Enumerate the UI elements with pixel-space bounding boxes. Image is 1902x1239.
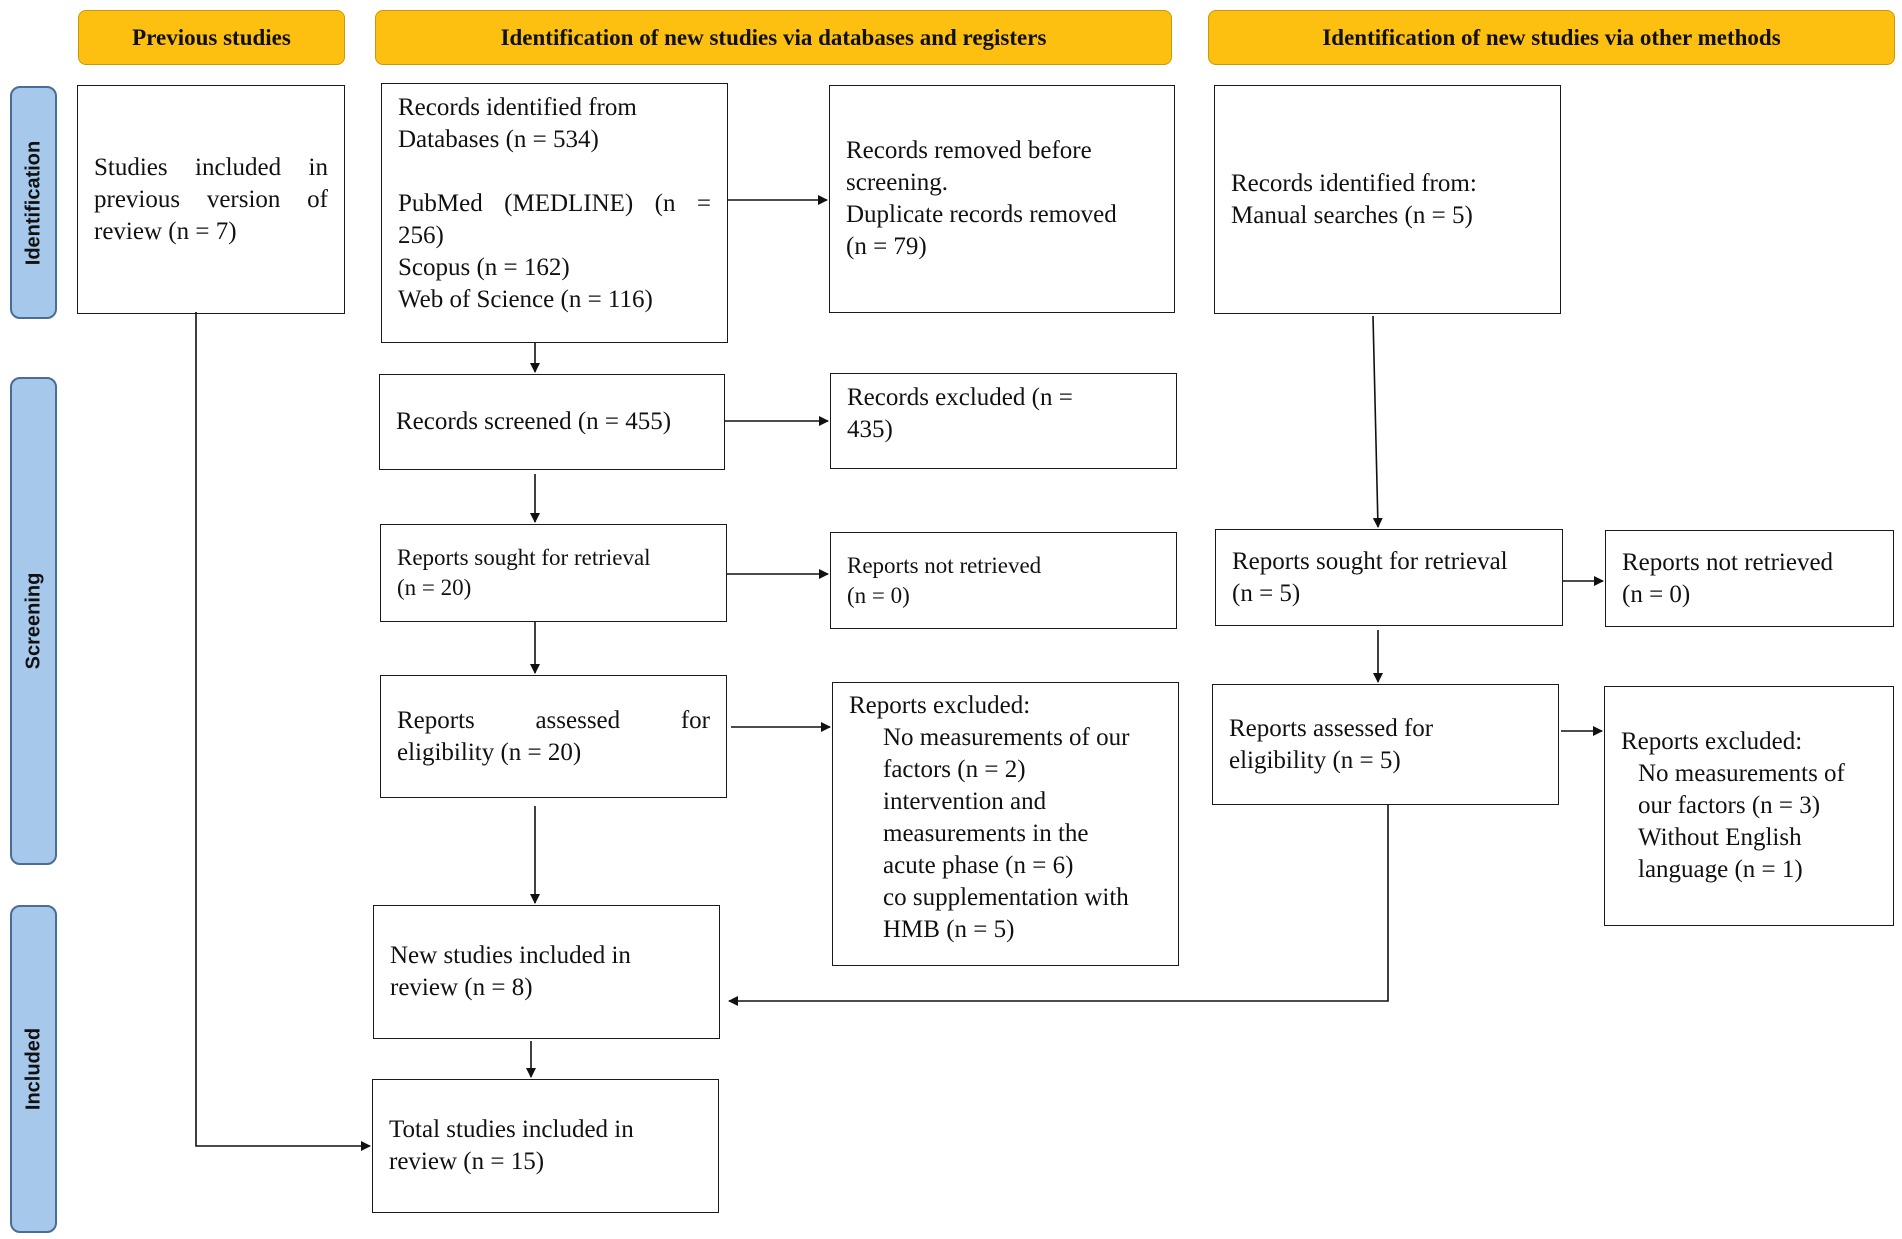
exclusion-reason: factors (n = 2) — [883, 756, 1026, 783]
header-other-methods: Identification of new studies via other … — [1208, 10, 1895, 65]
records-screened-box: Records screened (n = 455) — [379, 374, 725, 470]
previous-included-line: review (n = 7) — [94, 217, 237, 245]
header-previous-studies: Previous studies — [78, 10, 345, 65]
reports-not-retrieved-other-box: Reports not retrieved (n = 0) — [1605, 530, 1894, 627]
previous-included-line: Studies included in — [94, 153, 328, 181]
reports-sought-line: (n = 20) — [397, 575, 472, 600]
reports-sought-other-box: Reports sought for retrieval (n = 5) — [1215, 529, 1563, 626]
records-identified-line: Records identified from — [398, 94, 637, 121]
reports-not-retrieved-line: (n = 0) — [847, 582, 910, 608]
header-other-label: Identification of new studies via other … — [1322, 24, 1781, 50]
new-studies-included-box: New studies included in review (n = 8) — [373, 905, 720, 1039]
new-studies-included-line: New studies included in — [390, 942, 631, 969]
arrow-previous-to-total — [195, 312, 371, 1151]
exclusion-reason-other: our factors (n = 3) — [1638, 792, 1821, 819]
reports-assessed-line: eligibility (n = 20) — [397, 738, 582, 766]
records-removed-line: (n = 79) — [846, 233, 927, 260]
reports-sought-other-line: Reports sought for retrieval — [1232, 547, 1508, 575]
exclusion-reason: No measurements of our — [883, 724, 1130, 751]
exclusion-reason: measurements in the — [883, 820, 1089, 847]
records-identified-databases-box: Records identified from Databases (n = 5… — [381, 83, 728, 343]
records-removed-line: Records removed before — [846, 137, 1092, 164]
pubmed-count-line: 256) — [398, 222, 444, 249]
new-studies-included-line: review (n = 8) — [390, 974, 533, 1001]
records-excluded-line: Records excluded (n = — [847, 384, 1073, 411]
exclusion-reason-other: Without English — [1638, 824, 1802, 851]
previous-included-line: previous version of — [94, 185, 328, 213]
total-studies-included-line: Total studies included in — [389, 1116, 634, 1143]
records-identified-other-line: Manual searches (n = 5) — [1231, 201, 1473, 229]
web-of-science-count-line: Web of Science (n = 116) — [398, 286, 653, 313]
header-databases-registers: Identification of new studies via databa… — [375, 10, 1172, 65]
arrow-other-identified-to-sought — [1372, 315, 1383, 528]
reports-assessed-other-box: Reports assessed for eligibility (n = 5) — [1212, 684, 1559, 805]
reports-not-retrieved-line: Reports not retrieved — [847, 552, 1042, 578]
reports-not-retrieved-databases-box: Reports not retrieved (n = 0) — [830, 532, 1177, 629]
records-identified-line: Databases (n = 534) — [398, 126, 599, 153]
pubmed-count-line: PubMed (MEDLINE) (n = — [398, 190, 711, 217]
reports-excluded-other-title: Reports excluded: — [1621, 728, 1803, 755]
records-identified-other-line: Records identified from: — [1231, 169, 1477, 197]
exclusion-reason: co supplementation with — [883, 884, 1129, 911]
reports-assessed-databases-box: Reports assessed for eligibility (n = 20… — [380, 675, 727, 798]
previous-studies-included-box: Studies included in previous version of … — [77, 85, 345, 314]
header-previous-label: Previous studies — [132, 24, 291, 50]
reports-assessed-line: Reports assessed for — [397, 706, 710, 734]
header-databases-label: Identification of new studies via databa… — [500, 24, 1047, 50]
records-removed-box: Records removed before screening. Duplic… — [829, 85, 1175, 313]
records-removed-line: Duplicate records removed — [846, 201, 1117, 228]
total-studies-included-line: review (n = 15) — [389, 1148, 545, 1175]
reports-excluded-title: Reports excluded: — [849, 692, 1031, 719]
scopus-count-line: Scopus (n = 162) — [398, 254, 570, 281]
records-excluded-line: 435) — [847, 416, 893, 443]
reports-sought-databases-box: Reports sought for retrieval (n = 20) — [380, 524, 727, 622]
records-screened-label: Records screened (n = 455) — [396, 408, 672, 435]
reports-assessed-other-line: Reports assessed for — [1229, 714, 1434, 742]
reports-assessed-other-line: eligibility (n = 5) — [1229, 746, 1401, 774]
reports-not-retrieved-other-line: (n = 0) — [1622, 580, 1691, 608]
reports-sought-other-line: (n = 5) — [1232, 579, 1301, 607]
phase-identification: Identification — [10, 86, 57, 319]
exclusion-reason-other: language (n = 1) — [1638, 856, 1803, 883]
exclusion-reason: intervention and — [883, 788, 1047, 815]
records-removed-line: screening. — [846, 169, 949, 196]
records-identified-other-box: Records identified from: Manual searches… — [1214, 85, 1561, 314]
exclusion-reason: HMB (n = 5) — [883, 916, 1015, 943]
exclusion-reason-other: No measurements of — [1638, 760, 1845, 787]
records-excluded-box: Records excluded (n = 435) — [830, 373, 1177, 469]
reports-excluded-databases-box: Reports excluded: No measurements of our… — [832, 682, 1179, 966]
reports-not-retrieved-other-line: Reports not retrieved — [1622, 548, 1834, 576]
total-studies-included-box: Total studies included in review (n = 15… — [372, 1079, 719, 1213]
phase-included: Included — [10, 905, 57, 1233]
phase-screening: Screening — [10, 377, 57, 865]
reports-excluded-other-box: Reports excluded: No measurements of our… — [1604, 686, 1894, 926]
exclusion-reason: acute phase (n = 6) — [883, 852, 1074, 879]
arrow-other-assessed-to-new-included — [728, 805, 1389, 1006]
reports-sought-line: Reports sought for retrieval — [397, 545, 651, 570]
